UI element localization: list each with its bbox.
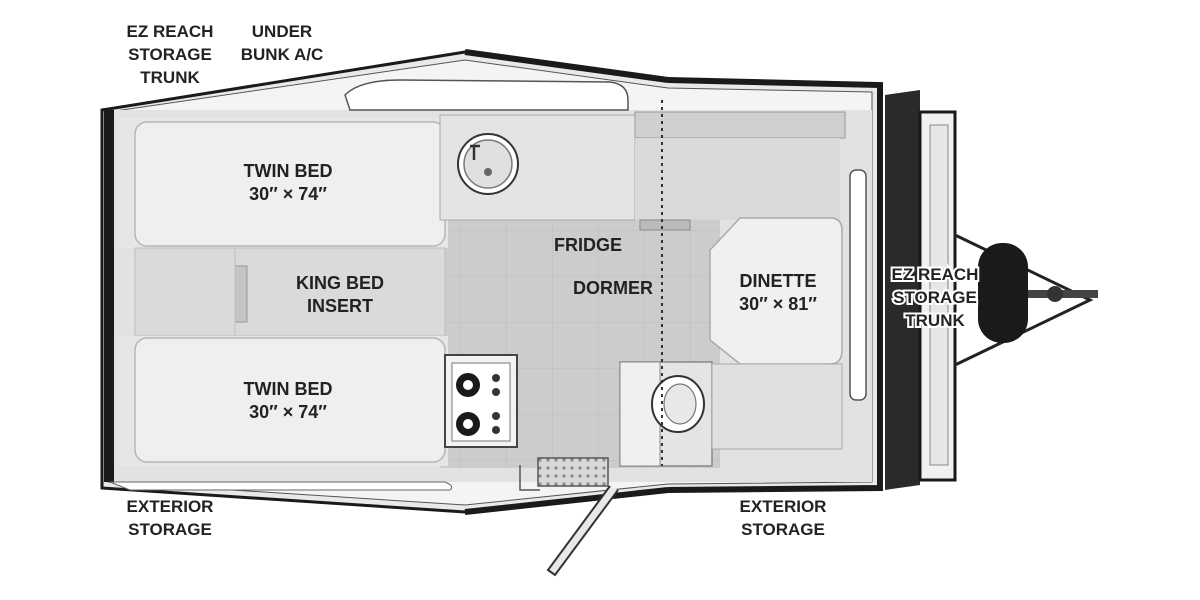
label-ez-reach-top: EZ REACH STORAGE TRUNK <box>127 22 214 87</box>
label-ez-reach-front: EZ REACH STORAGE TRUNK <box>890 263 981 332</box>
svg-text:STORAGE: STORAGE <box>893 288 977 307</box>
svg-text:DINETTE: DINETTE <box>739 271 816 291</box>
dinette <box>709 217 843 450</box>
svg-text:KING BED: KING BED <box>296 273 384 293</box>
svg-text:30″ × 74″: 30″ × 74″ <box>249 402 327 422</box>
label-exterior-storage-left: EXTERIOR STORAGE <box>127 497 214 539</box>
svg-text:TRUNK: TRUNK <box>140 68 200 87</box>
svg-text:STORAGE: STORAGE <box>128 520 212 539</box>
svg-text:EXTERIOR: EXTERIOR <box>740 497 827 516</box>
label-dormer: DORMER <box>573 278 653 298</box>
fridge <box>639 219 691 231</box>
svg-text:BUNK A/C: BUNK A/C <box>241 45 323 64</box>
front-trunk-assembly <box>885 90 1098 490</box>
label-fridge: FRIDGE <box>554 235 622 255</box>
label-twin-bed-bottom: TWIN BED 30″ × 74″ <box>244 379 333 422</box>
stove <box>444 354 518 448</box>
svg-text:EZ REACH: EZ REACH <box>892 265 979 284</box>
king-bed-insert <box>134 247 446 337</box>
label-twin-bed-top: TWIN BED 30″ × 74″ <box>244 161 333 204</box>
svg-text:TWIN BED: TWIN BED <box>244 161 333 181</box>
toilet-cabinet <box>619 361 713 467</box>
label-king-bed-insert: KING BED INSERT <box>296 273 384 316</box>
svg-text:TRUNK: TRUNK <box>905 311 965 330</box>
svg-text:STORAGE: STORAGE <box>128 45 212 64</box>
svg-text:EXTERIOR: EXTERIOR <box>127 497 214 516</box>
twin-bed-bottom <box>118 336 448 466</box>
svg-text:EZ REACH: EZ REACH <box>127 22 214 41</box>
hitch-icon <box>1047 286 1063 302</box>
ez-reach-storage-trunk-top <box>344 79 629 111</box>
svg-text:TWIN BED: TWIN BED <box>244 379 333 399</box>
svg-text:INSERT: INSERT <box>307 296 373 316</box>
label-dinette: DINETTE 30″ × 81″ <box>739 271 817 314</box>
upper-cabinet <box>634 111 846 220</box>
svg-text:UNDER: UNDER <box>252 22 312 41</box>
entry-door <box>519 457 619 577</box>
twin-bed-top <box>118 118 448 248</box>
burner-icon <box>456 373 500 436</box>
svg-text:30″ × 74″: 30″ × 74″ <box>249 184 327 204</box>
front-window <box>849 169 867 401</box>
ez-reach-storage-trunk-front <box>978 243 1028 343</box>
sink-counter <box>439 114 636 221</box>
exterior-storage-left-compartment <box>109 481 453 491</box>
label-under-bunk-ac: UNDER BUNK A/C <box>241 22 323 64</box>
label-exterior-storage-right: EXTERIOR STORAGE <box>740 497 827 539</box>
svg-text:30″ × 81″: 30″ × 81″ <box>739 294 817 314</box>
svg-text:STORAGE: STORAGE <box>741 520 825 539</box>
